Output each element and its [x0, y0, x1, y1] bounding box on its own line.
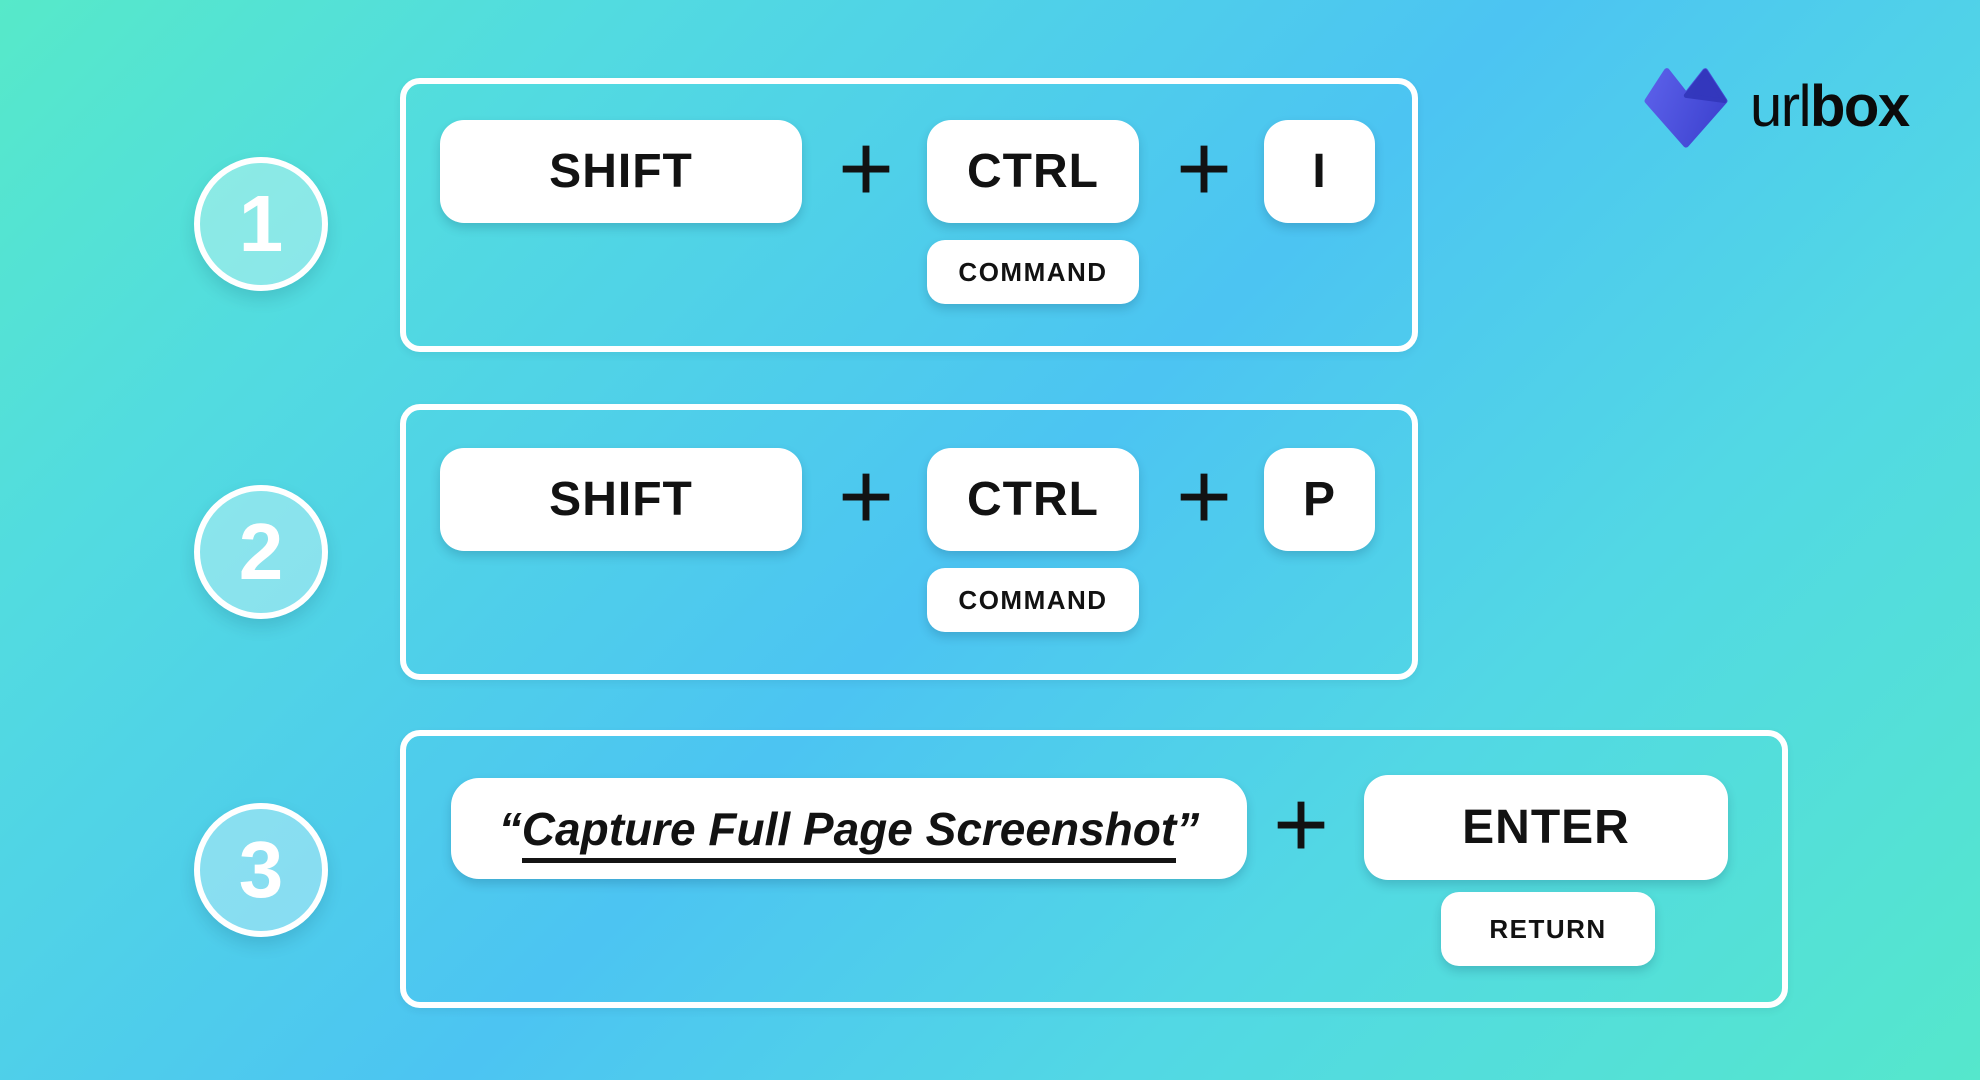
- key-i-label: I: [1312, 145, 1327, 198]
- step-number-badge-2: 2: [194, 485, 328, 619]
- urlbox-logo: urlbox: [1642, 66, 1910, 148]
- plus-sign: +: [1272, 771, 1330, 879]
- key-command: COMMAND: [927, 568, 1139, 632]
- key-enter-label: ENTER: [1462, 801, 1630, 854]
- key-return-label: RETURN: [1489, 913, 1607, 944]
- plus-sign: +: [1175, 443, 1233, 551]
- step-number-badge-1: 1: [194, 157, 328, 291]
- key-p: P: [1264, 448, 1375, 551]
- key-i: I: [1264, 120, 1375, 223]
- phrase-text: “Capture Full Page Screenshot”: [498, 802, 1200, 863]
- logo-text-url: url: [1750, 74, 1811, 139]
- key-shift-label: SHIFT: [549, 145, 693, 198]
- key-shift: SHIFT: [440, 120, 802, 223]
- step-2-panel: [400, 404, 1418, 680]
- key-ctrl: CTRL: [927, 120, 1139, 223]
- key-return: RETURN: [1441, 892, 1655, 966]
- step-3-panel: [400, 730, 1788, 1008]
- quote-close: ”: [1176, 802, 1200, 855]
- key-ctrl-label: CTRL: [967, 145, 1099, 198]
- step-number-1: 1: [238, 179, 284, 268]
- phrase-underlined: Capture Full Page Screenshot: [521, 802, 1177, 863]
- quote-open: “: [498, 802, 522, 855]
- step-number-2: 2: [238, 507, 284, 596]
- urlbox-logo-text: urlbox: [1750, 66, 1910, 148]
- logo-text-box: box: [1809, 74, 1910, 139]
- phrase-pill: “Capture Full Page Screenshot”: [451, 778, 1247, 879]
- key-ctrl: CTRL: [927, 448, 1139, 551]
- key-command: COMMAND: [927, 240, 1139, 304]
- plus-sign: +: [837, 115, 895, 223]
- key-command-label: COMMAND: [958, 584, 1108, 615]
- step-number-3: 3: [238, 825, 284, 914]
- plus-sign: +: [837, 443, 895, 551]
- key-shift: SHIFT: [440, 448, 802, 551]
- key-shift-label: SHIFT: [549, 473, 693, 526]
- key-enter: ENTER: [1364, 775, 1728, 880]
- key-p-label: P: [1302, 473, 1336, 526]
- urlbox-logo-icon: [1644, 68, 1728, 148]
- step-number-badge-3: 3: [194, 803, 328, 937]
- step-1-panel: [400, 78, 1418, 352]
- key-command-label: COMMAND: [958, 256, 1108, 287]
- key-ctrl-label: CTRL: [967, 473, 1099, 526]
- plus-sign: +: [1175, 115, 1233, 223]
